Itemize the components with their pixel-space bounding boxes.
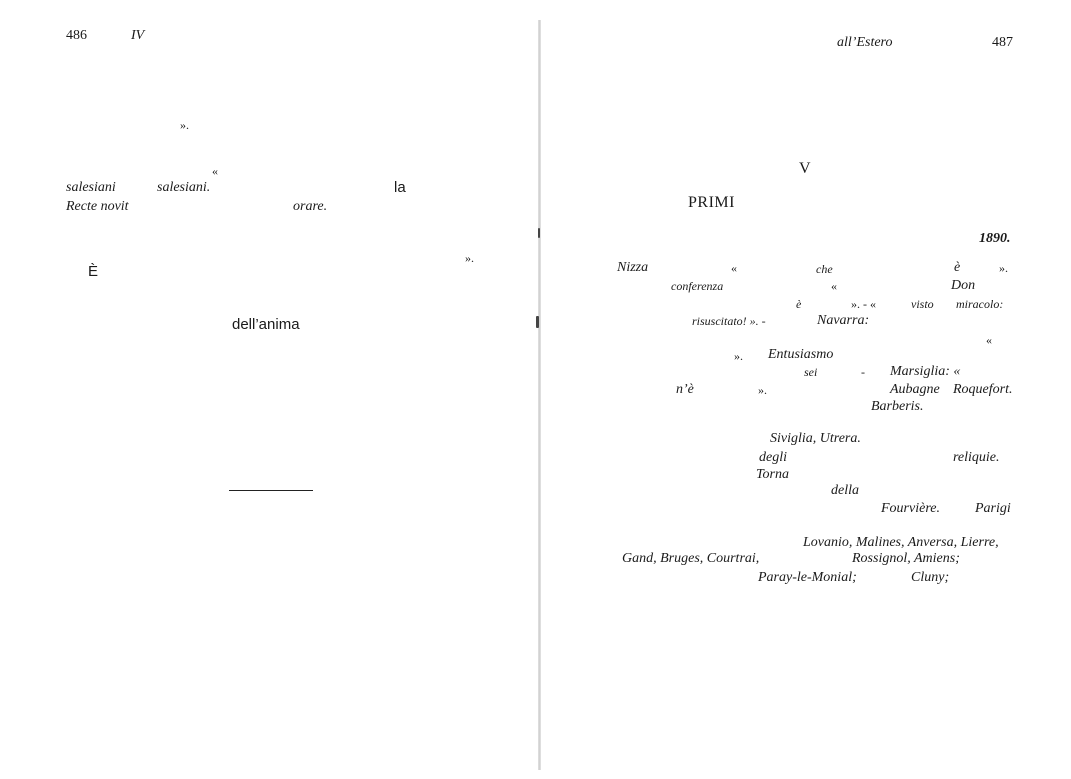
right-line: Navarra: — [817, 313, 870, 328]
right-line: Roquefort. — [953, 382, 1013, 397]
right-line: Nizza — [617, 260, 649, 275]
right-line: reliquie. — [953, 450, 1000, 465]
right-line: Siviglia, Utrera. — [770, 431, 861, 446]
right-line: « — [831, 279, 837, 293]
right-line: Marsiglia: « — [890, 364, 961, 379]
right-line: Aubagne — [890, 382, 940, 397]
right-line: Fourvière. — [881, 501, 940, 516]
right-line: Paray-le-Monial; — [758, 570, 857, 585]
left-page-number: 486 — [66, 28, 87, 43]
right-line: miracolo: — [956, 297, 1004, 311]
right-line: visto — [911, 297, 934, 311]
right-line: Rossignol, Amiens; — [852, 551, 960, 566]
right-line: Lovanio, Malines, Anversa, Lierre, — [803, 535, 999, 550]
left-line-3b: salesiani. — [157, 180, 211, 195]
right-line: Gand, Bruges, Courtrai, — [622, 551, 760, 566]
gutter-mark — [538, 228, 540, 238]
left-page: 486 IV ». « salesiani salesiani. la Rect… — [66, 28, 474, 491]
left-line-3c: la — [394, 179, 406, 196]
right-line: Entusiasmo — [768, 347, 834, 362]
right-line: che — [816, 262, 833, 276]
right-line: ». — [999, 261, 1008, 275]
left-line-4a: Recte novit — [66, 199, 129, 214]
right-line: « — [986, 333, 992, 347]
left-running-head: IV — [131, 28, 145, 43]
right-line: conferenza — [671, 279, 724, 293]
book-gutter — [538, 20, 541, 770]
left-line-5b: ». — [465, 251, 474, 265]
left-line-6: dell’anima — [232, 316, 300, 333]
right-line: sei — [804, 365, 818, 379]
right-line: n’è — [676, 382, 694, 397]
right-line: Barberis. — [871, 399, 924, 414]
right-page: all’Estero 487 V PRIMI 1890. Nizza « che… — [541, 0, 1071, 779]
right-line: Don — [951, 278, 976, 293]
chapter-title-word: PRIMI — [688, 194, 735, 211]
right-line: della — [831, 483, 859, 498]
right-line: Cluny; — [911, 570, 950, 585]
left-line-5a: È — [88, 263, 99, 280]
right-line: « — [731, 261, 737, 275]
chapter-numeral: V — [799, 160, 812, 177]
footnote-rule — [229, 490, 313, 491]
chapter-year: 1890. — [979, 231, 1011, 246]
left-line-4b: orare. — [293, 199, 328, 214]
left-line-2: « — [212, 164, 218, 178]
right-line: Torna — [756, 467, 789, 482]
right-line: - — [861, 365, 865, 379]
right-line: risuscitato! ». - — [692, 314, 766, 328]
right-page-number: 487 — [992, 35, 1013, 50]
left-line-1: ». — [180, 118, 189, 132]
gutter-mark — [536, 316, 539, 328]
right-line: degli — [759, 450, 787, 465]
right-line: ». — [734, 349, 743, 363]
right-line: è — [954, 260, 961, 275]
right-line: Parigi — [975, 501, 1011, 516]
right-running-head: all’Estero — [837, 35, 893, 50]
right-line: è — [796, 297, 802, 311]
right-line: ». - « — [851, 297, 876, 311]
left-line-3a: salesiani — [66, 180, 116, 195]
right-line: ». — [758, 383, 767, 397]
